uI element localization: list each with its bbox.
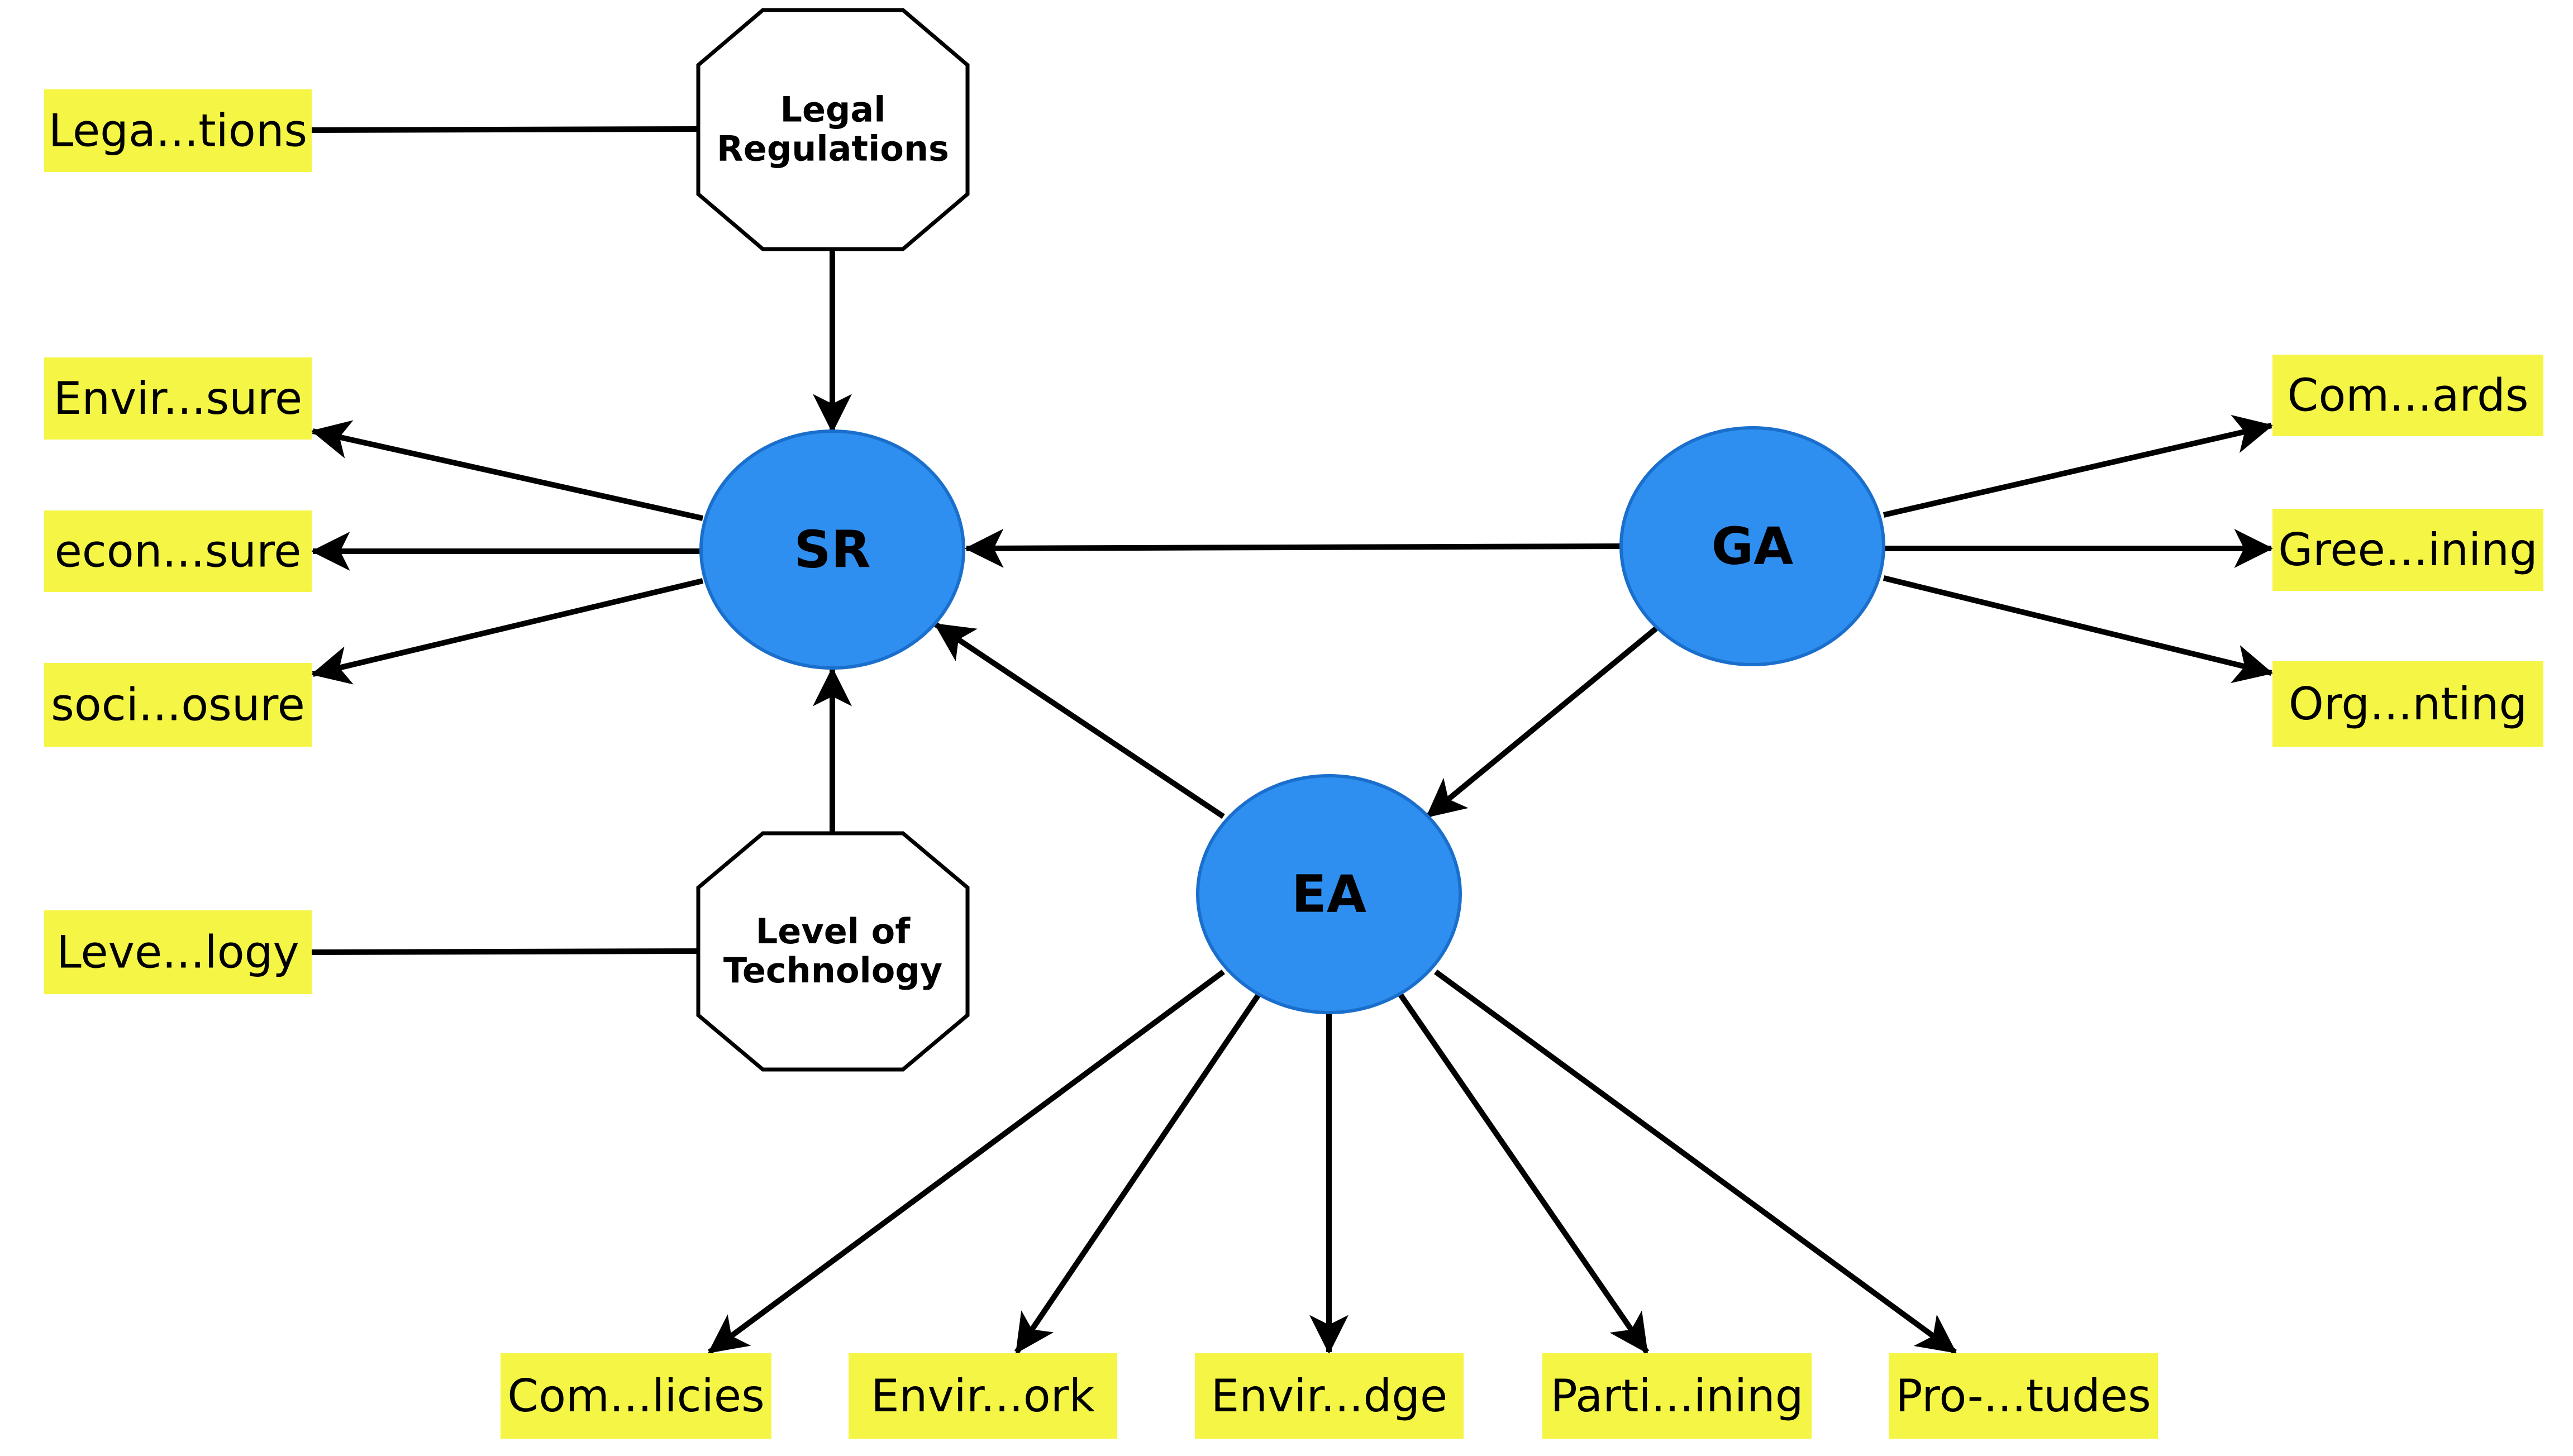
indicator-box xyxy=(2272,355,2543,436)
indicator-i-ga3[interactable]: Org...nting xyxy=(2272,661,2543,747)
path-ga-to-sr xyxy=(964,528,1622,568)
indicator-box xyxy=(44,357,312,440)
indicator-box xyxy=(44,910,312,994)
indicator-box xyxy=(2272,509,2543,591)
indicator-box xyxy=(849,1353,1117,1439)
path-ea-to-i-ea1 xyxy=(708,969,1225,1355)
indicator-i-ea1[interactable]: Com...licies xyxy=(501,1353,771,1439)
indicator-label: Leve...logy xyxy=(56,927,299,978)
indicator-i-ea5[interactable]: Pro-...tudes xyxy=(1889,1353,2158,1439)
indicator-i-lr[interactable]: Lega...tions xyxy=(44,89,312,172)
indicator-label: Envir...sure xyxy=(54,373,302,424)
indicator-box xyxy=(44,89,312,172)
indicator-label: Gree...ining xyxy=(2278,524,2538,576)
indicator-i-sr3[interactable]: soci...osure xyxy=(44,663,312,747)
indicator-i-ea2[interactable]: Envir...ork xyxy=(849,1353,1117,1439)
moderator-label-line: Level of xyxy=(756,911,911,952)
moderator-label-line: Technology xyxy=(723,950,942,991)
path-i-lr-to-lr xyxy=(311,126,699,133)
path-ga-to-i-ga3 xyxy=(1883,575,2274,684)
latent-node-ga[interactable]: GA xyxy=(1619,426,1885,666)
indicator-label: Com...ards xyxy=(2288,370,2529,422)
indicator-i-lt[interactable]: Leve...logy xyxy=(44,910,312,994)
indicator-i-ea3[interactable]: Envir...dge xyxy=(1195,1353,1464,1439)
indicator-box xyxy=(501,1353,771,1439)
latent-ellipse xyxy=(1619,426,1885,666)
moderator-label-line: Regulations xyxy=(717,128,949,169)
latent-ellipse xyxy=(699,429,965,670)
indicator-label: soci...osure xyxy=(51,679,305,731)
latent-ellipse xyxy=(1196,774,1462,1014)
indicator-i-ga1[interactable]: Com...ards xyxy=(2272,355,2543,436)
path-ea-to-i-ea4 xyxy=(1397,991,1650,1354)
indicator-label: Envir...ork xyxy=(871,1370,1095,1422)
indicator-label: Lega...tions xyxy=(49,105,307,157)
moderator-label-line: Legal xyxy=(780,89,885,130)
latent-label: EA xyxy=(1292,865,1366,924)
indicator-label: Com...licies xyxy=(507,1370,765,1422)
path-ea-to-i-ea2 xyxy=(1014,991,1262,1354)
indicator-i-sr2[interactable]: econ...sure xyxy=(44,510,312,592)
indicator-box xyxy=(44,663,312,747)
indicator-label: Pro-...tudes xyxy=(1895,1370,2151,1422)
indicator-box xyxy=(1195,1353,1464,1439)
indicator-box xyxy=(44,510,312,592)
path-sr-to-i-sr3 xyxy=(311,578,704,685)
octagon-shape xyxy=(696,831,970,1072)
indicator-box xyxy=(1542,1353,1812,1439)
latent-label: GA xyxy=(1712,517,1794,576)
indicator-i-ga2[interactable]: Gree...ining xyxy=(2272,509,2543,591)
indicator-label: econ...sure xyxy=(55,526,302,577)
indicator-box xyxy=(2272,661,2543,747)
octagon-shape xyxy=(696,8,970,251)
indicator-box xyxy=(1889,1353,2158,1439)
indicator-i-sr1[interactable]: Envir...sure xyxy=(44,357,312,440)
edges-layer xyxy=(311,126,2274,1355)
indicator-label: Org...nting xyxy=(2289,678,2527,730)
path-ea-to-i-ea5 xyxy=(1434,969,1957,1355)
path-i-lt-to-lt xyxy=(311,948,699,955)
indicator-label: Parti...ining xyxy=(1550,1370,1803,1422)
latent-node-sr[interactable]: SR xyxy=(699,429,965,670)
path-ga-to-ea xyxy=(1425,626,1659,819)
path-ea-to-sr xyxy=(934,622,1225,819)
indicator-label: Envir...dge xyxy=(1211,1370,1447,1422)
path-ga-to-i-ga1 xyxy=(1883,414,2274,518)
latent-node-ea[interactable]: EA xyxy=(1196,774,1462,1014)
path-sr-to-i-sr1 xyxy=(311,420,704,521)
indicator-i-ea4[interactable]: Parti...ining xyxy=(1542,1353,1812,1439)
latent-label: SR xyxy=(794,520,870,580)
